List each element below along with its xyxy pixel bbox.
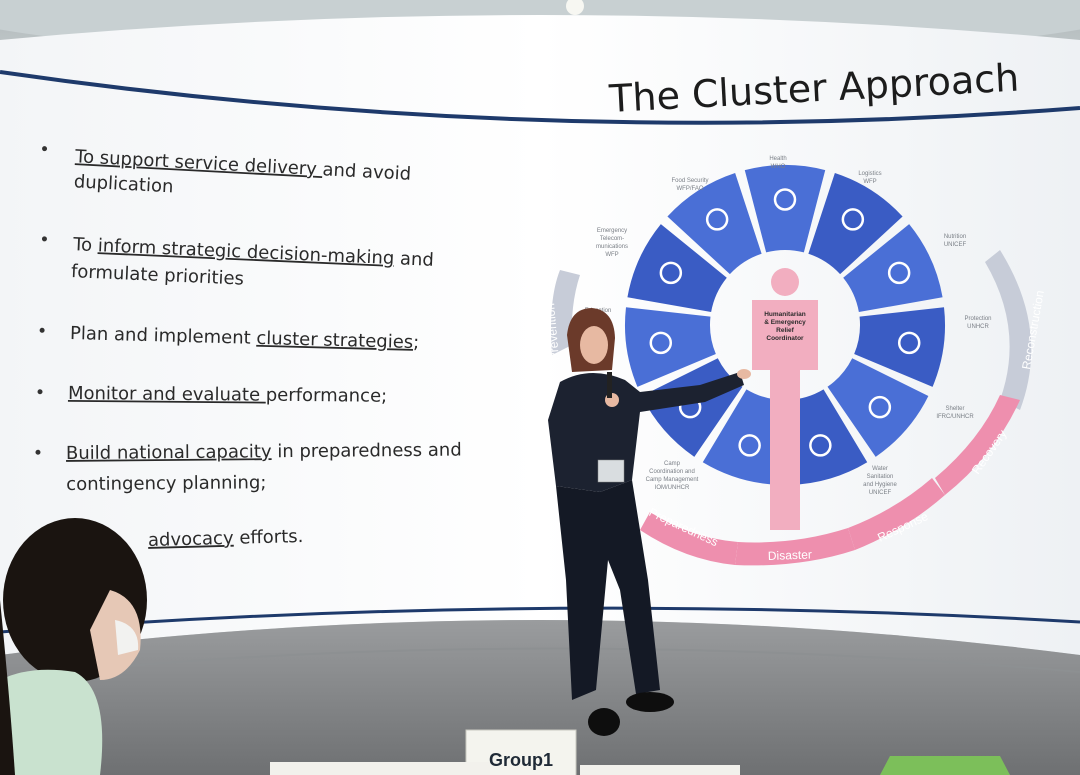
telecom-icon	[659, 261, 683, 285]
bullet-underlined-text: advocacy	[148, 528, 234, 551]
cluster-label-wash-3: and Hygiene	[863, 482, 897, 488]
cluster-segment-food-security	[667, 172, 762, 275]
logistics-icon	[841, 208, 865, 231]
cluster-agency-health: WHO	[771, 164, 786, 170]
cluster-agency-telecom: WFP	[605, 252, 618, 258]
placard-label: Group1	[489, 750, 553, 770]
cluster-ring	[625, 165, 945, 485]
bullet-dot	[41, 236, 47, 242]
cluster-label-food: Food Security	[671, 178, 708, 184]
cluster-label-telecom: Emergency	[597, 228, 627, 234]
bullet-item: advocacy efforts.	[148, 526, 304, 551]
cluster-label-wash-2: Sanitation	[867, 474, 894, 480]
audience-member	[0, 518, 147, 775]
cluster-label-camp: Camp	[664, 461, 681, 467]
bullet-dot	[35, 449, 41, 455]
cluster-label-camp-3: Camp Management	[646, 477, 699, 483]
svg-text:advocacy efforts.: advocacy efforts.	[148, 526, 304, 551]
slide-footer-line	[0, 606, 1080, 634]
cluster-label-logistics: Logistics	[858, 171, 881, 177]
disaster-label: Disaster	[768, 547, 812, 563]
food-security-icon	[705, 208, 729, 231]
recovery-arrow	[935, 395, 1020, 495]
bullet-text: ;	[413, 332, 420, 353]
protection-icon	[897, 331, 921, 355]
bullet-text: performance;	[266, 385, 388, 407]
presenter	[548, 308, 751, 736]
bullet-underlined-text: Build national capacity	[66, 441, 272, 464]
bullet-text: Plan and implement	[70, 323, 257, 349]
bullet-text-line2: contingency planning;	[66, 472, 266, 495]
cluster-agency-nutrition: UNICEF	[944, 242, 967, 248]
disaster-arrow	[735, 528, 855, 566]
cluster-agency-camp: IOM/UNHCR	[655, 485, 690, 491]
response-arrow	[848, 478, 945, 550]
cluster-segment-telecom	[627, 224, 727, 312]
svg-text:Monitor and evaluate performan: Monitor and evaluate performance;	[68, 383, 387, 407]
cluster-label-protection: Protection	[964, 316, 991, 322]
bullet-text: efforts.	[233, 526, 303, 549]
coordinator-label-4: Coordinator	[766, 335, 804, 342]
cluster-agency-logistics: WFP	[863, 179, 876, 185]
bullet-text-line2: duplication	[73, 171, 174, 197]
bullet-dot	[42, 146, 48, 152]
cluster-label-wash: Water	[872, 466, 888, 472]
bullet-underlined-text: Monitor and evaluate	[68, 383, 266, 406]
cluster-label-health: Health	[769, 156, 786, 162]
bullet-underlined-text: cluster strategies	[256, 328, 413, 353]
health-icon	[773, 188, 797, 211]
svg-text:Plan and implement cluster str: Plan and implement cluster strategies;	[70, 323, 420, 353]
prevention-label: Prevention	[543, 303, 562, 361]
bullet-item: Build national capacity in preparedness …	[35, 440, 462, 495]
cluster-segment-nutrition	[843, 224, 943, 312]
svg-text:Build national capacity in pre: Build national capacity in preparedness …	[66, 440, 462, 464]
bullet-dot	[39, 327, 45, 333]
education-icon	[649, 331, 673, 355]
stage-floor	[0, 620, 1080, 775]
coordinator-label-3: Relief	[776, 327, 795, 334]
shelter-icon	[868, 395, 892, 419]
nutrition-icon	[887, 261, 911, 285]
cluster-segment-logistics	[808, 172, 903, 275]
cluster-agency-wash: UNICEF	[869, 490, 892, 496]
cluster-segment-shelter	[827, 358, 929, 457]
coordinator-label-2: & Emergency	[764, 319, 806, 326]
cluster-label-camp-2: Coordination and	[649, 469, 695, 475]
coordinator-label-1: Humanitarian	[764, 311, 806, 318]
coordinator-figure	[752, 268, 818, 530]
bullet-text: and avoid	[322, 159, 412, 185]
bullet-dot	[37, 389, 43, 395]
wash-icon	[809, 434, 832, 457]
cluster-agency-food: WFP/FAO	[677, 186, 704, 192]
cluster-agency-shelter: IFRC/UNHCR	[936, 414, 974, 420]
bullet-item: Monitor and evaluate performance;	[37, 383, 387, 407]
ceiling-light	[566, 0, 584, 15]
cluster-diagram: Prevention Reconstruction Recovery Respo…	[543, 156, 1047, 566]
cluster-label-telecom-2: Telecom-	[600, 236, 624, 242]
cluster-label-telecom-3: munications	[596, 244, 628, 250]
cluster-label-shelter: Shelter	[945, 406, 964, 412]
cluster-label-nutrition: Nutrition	[944, 234, 966, 240]
cluster-agency-protection: UNHCR	[967, 324, 989, 330]
camp-coordination-icon	[738, 434, 761, 457]
bullet-text: in preparedness and	[271, 440, 461, 463]
bullet-item: Plan and implement cluster strategies;	[39, 323, 420, 353]
reconstruction-arrow	[985, 250, 1032, 410]
preparedness-arrow	[640, 512, 738, 565]
slide-header-line	[0, 70, 1080, 125]
bullet-text: To	[72, 234, 99, 256]
prevention-arrow	[551, 270, 580, 355]
bullet-text: and	[394, 248, 434, 271]
